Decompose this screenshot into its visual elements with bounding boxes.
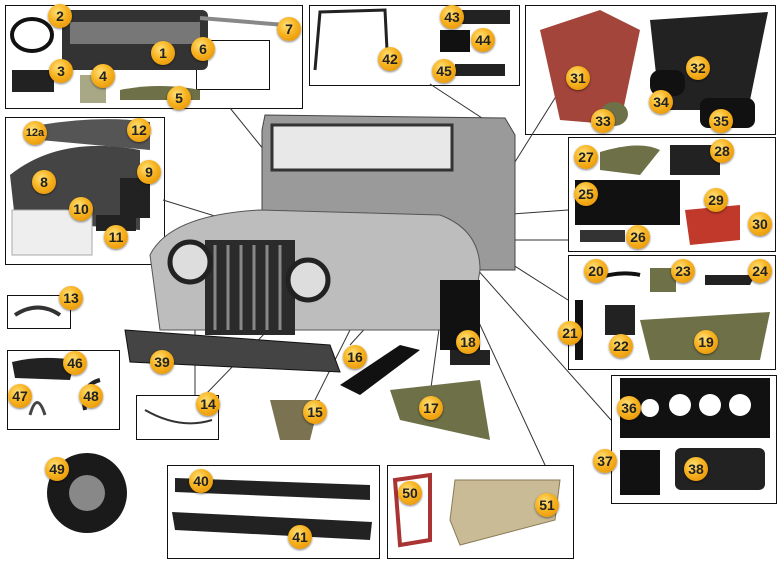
callout-badge-36[interactable]: 36 [617, 396, 641, 420]
callout-badge-23[interactable]: 23 [671, 259, 695, 283]
callout-badge-12a[interactable]: 12a [23, 121, 47, 145]
callout-badge-1[interactable]: 1 [151, 41, 175, 65]
jeep-illustration [124, 114, 516, 373]
callout-badge-31[interactable]: 31 [566, 66, 590, 90]
callout-badge-16[interactable]: 16 [343, 345, 367, 369]
callout-badge-47[interactable]: 47 [8, 384, 32, 408]
callout-badge-11[interactable]: 11 [104, 225, 128, 249]
callout-badge-7[interactable]: 7 [277, 17, 301, 41]
callout-badge-40[interactable]: 40 [189, 469, 213, 493]
callout-badge-30[interactable]: 30 [748, 212, 772, 236]
callout-badge-20[interactable]: 20 [584, 259, 608, 283]
callout-badge-10[interactable]: 10 [69, 197, 93, 221]
callout-badge-8[interactable]: 8 [32, 170, 56, 194]
callout-badge-21[interactable]: 21 [558, 321, 582, 345]
callout-badge-24[interactable]: 24 [748, 259, 772, 283]
callout-badge-46[interactable]: 46 [63, 351, 87, 375]
callout-badge-28[interactable]: 28 [710, 139, 734, 163]
callout-badge-27[interactable]: 27 [574, 145, 598, 169]
callout-badge-45[interactable]: 45 [432, 59, 456, 83]
callout-badge-35[interactable]: 35 [709, 109, 733, 133]
callout-badge-50[interactable]: 50 [398, 481, 422, 505]
callout-badge-41[interactable]: 41 [288, 525, 312, 549]
callout-badge-14[interactable]: 14 [196, 392, 220, 416]
callout-badge-37[interactable]: 37 [593, 449, 617, 473]
callout-badge-18[interactable]: 18 [456, 330, 480, 354]
callout-badge-38[interactable]: 38 [684, 457, 708, 481]
callout-badge-26[interactable]: 26 [626, 225, 650, 249]
callout-badge-4[interactable]: 4 [91, 64, 115, 88]
callout-badge-51[interactable]: 51 [535, 493, 559, 517]
callout-badge-39[interactable]: 39 [150, 350, 174, 374]
callout-badge-48[interactable]: 48 [79, 384, 103, 408]
callout-badge-33[interactable]: 33 [591, 109, 615, 133]
callout-badge-15[interactable]: 15 [303, 400, 327, 424]
callout-badge-34[interactable]: 34 [649, 90, 673, 114]
callout-badge-3[interactable]: 3 [49, 59, 73, 83]
callout-badge-13[interactable]: 13 [59, 286, 83, 310]
callout-badge-25[interactable]: 25 [574, 182, 598, 206]
callout-badge-19[interactable]: 19 [694, 330, 718, 354]
callout-badge-44[interactable]: 44 [471, 28, 495, 52]
callout-badge-43[interactable]: 43 [440, 5, 464, 29]
callout-badge-22[interactable]: 22 [609, 334, 633, 358]
callout-badge-12[interactable]: 12 [127, 118, 151, 142]
callout-badge-32[interactable]: 32 [686, 56, 710, 80]
callout-badge-29[interactable]: 29 [704, 188, 728, 212]
callout-badge-17[interactable]: 17 [419, 396, 443, 420]
callout-badge-9[interactable]: 9 [137, 160, 161, 184]
callout-badge-2[interactable]: 2 [48, 4, 72, 28]
callout-badge-42[interactable]: 42 [378, 47, 402, 71]
callout-badge-5[interactable]: 5 [167, 86, 191, 110]
callout-badge-49[interactable]: 49 [45, 457, 69, 481]
callout-badge-6[interactable]: 6 [191, 37, 215, 61]
